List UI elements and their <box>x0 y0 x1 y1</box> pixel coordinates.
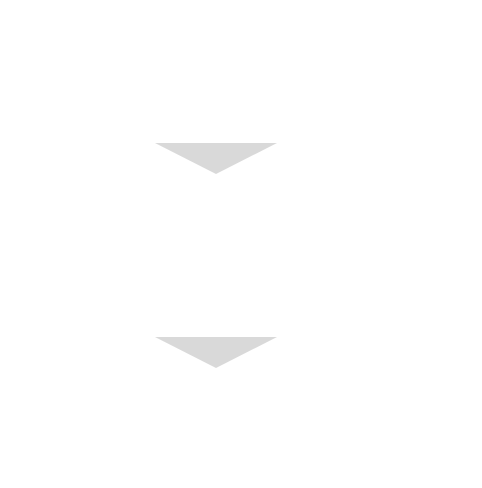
down-arrow-icon <box>155 143 277 174</box>
down-arrow-icon <box>155 337 277 368</box>
